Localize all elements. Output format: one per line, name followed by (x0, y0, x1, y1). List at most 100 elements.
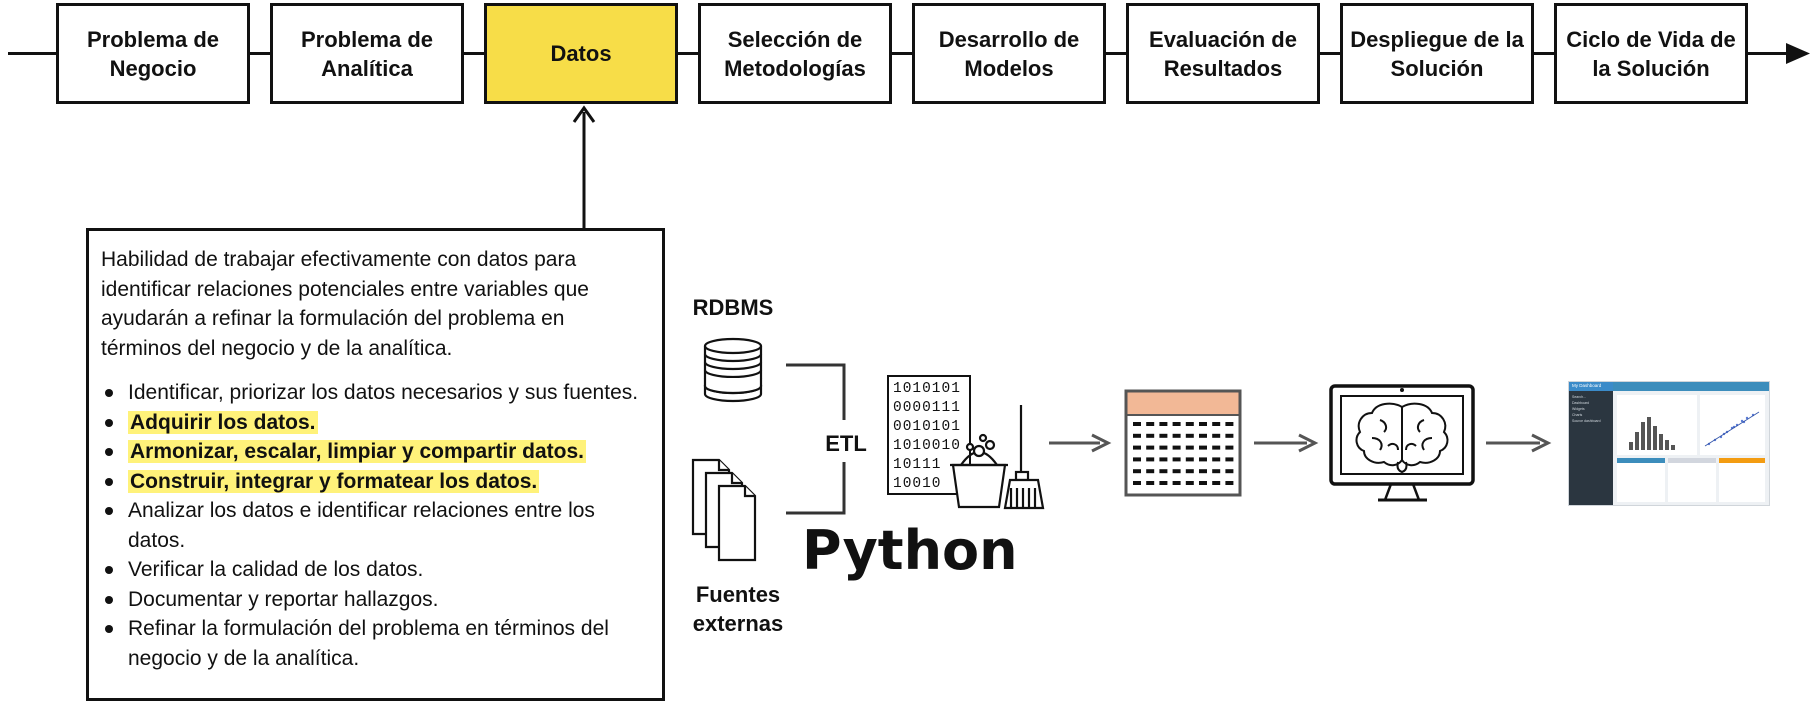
table-cell (1172, 469, 1181, 474)
brain-icon (1355, 402, 1449, 474)
table-cell (1225, 481, 1234, 485)
table-cell (1146, 469, 1155, 474)
bullet-item: Verificar la calidad de los datos. (101, 555, 650, 585)
table-cell (1172, 481, 1181, 485)
table-cell (1146, 422, 1155, 426)
pipeline-connector (892, 52, 913, 55)
bullet-item-highlighted: Armonizar, escalar, limpiar y compartir … (101, 437, 650, 467)
table-cell (1159, 422, 1168, 426)
table-cell (1212, 481, 1221, 485)
table-cell (1199, 422, 1207, 426)
documents-icon (691, 458, 757, 562)
table-cell (1133, 433, 1141, 438)
table-cell (1225, 469, 1234, 474)
pipeline-end-arrow (1748, 43, 1810, 64)
pipeline-line-start (8, 52, 56, 55)
dashboard-nav-item: Dashboard (1572, 401, 1590, 405)
description-intro: Habilidad de trabajar efectivamente con … (101, 248, 589, 360)
step-despliegue-de-la-solucion: Despliegue de la Solución (1340, 3, 1534, 104)
bullet-item: Analizar los datos e identificar relacio… (101, 496, 650, 555)
table-cell (1212, 433, 1221, 438)
pipeline-connector (1106, 52, 1127, 55)
datos-up-arrow (572, 105, 596, 228)
bullet-item-highlighted: Construir, integrar y formatear los dato… (101, 467, 650, 497)
table-cell (1185, 433, 1194, 438)
table-cell (1133, 445, 1141, 450)
table-cell (1199, 481, 1207, 485)
table-cell (1133, 481, 1141, 485)
step-seleccion-de-metodologias: Selección de Metodologías (698, 3, 892, 104)
dashboard-controls-panel-blue (1617, 458, 1665, 502)
bullet-text: Documentar y reportar hallazgos. (128, 587, 439, 611)
table-cell (1172, 445, 1181, 450)
dashboard-mini-charts (1629, 411, 1760, 450)
table-cell (1185, 481, 1194, 485)
pipeline-connector (1534, 52, 1555, 55)
table-cell (1185, 457, 1194, 462)
fuentes-externas-label: Fuentes externas (692, 582, 784, 636)
binary-data-icon (887, 375, 971, 495)
bullet-text: Analizar los datos e identificar relacio… (128, 499, 595, 552)
dashboard-nav-item: Source dashboard (1572, 419, 1601, 423)
table-cell (1199, 457, 1207, 462)
flow-arrow (1049, 433, 1112, 453)
step-evaluacion-de-resultados: Evaluación de Resultados (1126, 3, 1320, 104)
table-cell (1146, 481, 1155, 485)
dashboard-nav-item: Search... (1572, 395, 1587, 399)
bullet-text: Adquirir los datos. (128, 410, 318, 434)
datos-description-box: Habilidad de trabajar efectivamente con … (86, 228, 665, 701)
step-problema-de-negocio: Problema de Negocio (56, 3, 250, 104)
bullet-text: Construir, integrar y formatear los dato… (128, 469, 540, 493)
dashboard-sidebar: Search... Dashboard Widgets Charts Sourc… (1569, 382, 1613, 505)
dashboard-nav: Search... Dashboard Widgets Charts Sourc… (1569, 391, 1613, 427)
etl-label: ETL (825, 431, 867, 456)
flow-arrow (1254, 433, 1319, 453)
pipeline-connector (250, 52, 271, 55)
step-problema-de-analitica: Problema de Analítica (270, 3, 464, 104)
etl-bracket (786, 363, 846, 515)
table-cell (1159, 481, 1168, 485)
table-cell (1172, 433, 1181, 438)
dashboard-topbar (1613, 382, 1769, 391)
table-cell (1212, 422, 1221, 426)
table-cell (1212, 457, 1221, 462)
table-cell (1133, 422, 1141, 426)
table-cell (1199, 433, 1207, 438)
bucket-icon (950, 433, 1008, 509)
table-cell (1185, 469, 1194, 474)
bullet-text: Identificar, priorizar los datos necesar… (128, 381, 639, 404)
table-cell (1225, 422, 1234, 426)
flow-arrow (1486, 433, 1552, 453)
bullet-item: Documentar y reportar hallazgos. (101, 585, 650, 615)
table-cell (1146, 445, 1155, 450)
binary-data-text: 1010101 0000111 0010101 1010010 10111 10… (893, 381, 961, 492)
table-cell (1225, 433, 1234, 438)
table-cell (1199, 469, 1207, 474)
table-cell (1185, 422, 1194, 426)
bullet-text: Armonizar, escalar, limpiar y compartir … (128, 440, 587, 463)
table-cell (1146, 457, 1155, 462)
table-cell (1225, 445, 1234, 450)
database-icon (703, 337, 763, 403)
description-bullets: Identificar, priorizar los datos necesar… (101, 378, 650, 673)
table-cell (1159, 433, 1168, 438)
table-cell (1146, 433, 1155, 438)
bullet-text: Verificar la calidad de los datos. (128, 558, 424, 581)
rdbms-label: RDBMS (692, 295, 774, 320)
table-cell (1133, 457, 1141, 462)
dashboard-controls-panel-gray (1668, 458, 1716, 502)
table-cell (1212, 469, 1221, 474)
dashboard-title: My Dashboard (1572, 383, 1602, 388)
table-icon (1124, 389, 1242, 497)
table-cell (1225, 457, 1234, 462)
table-cell (1159, 445, 1168, 450)
table-cell (1172, 457, 1181, 462)
table-cell (1212, 445, 1221, 450)
table-cell (1159, 469, 1168, 474)
table-cell (1133, 469, 1141, 474)
dashboard-nav-item: Widgets (1572, 407, 1585, 411)
bullet-item: Identificar, priorizar los datos necesar… (101, 378, 650, 408)
table-cell (1172, 422, 1181, 426)
